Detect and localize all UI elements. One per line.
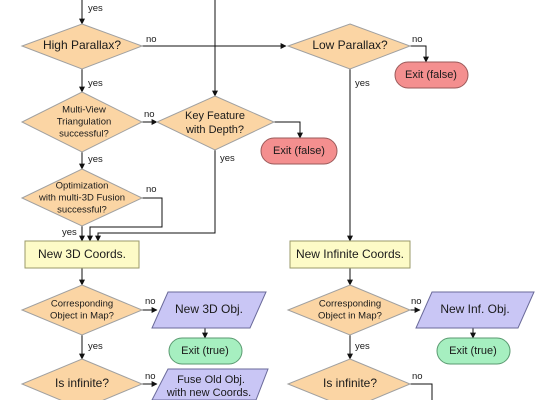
- node-label: Exit (true): [181, 345, 229, 357]
- terminal-shape: [260, 137, 338, 165]
- node-label-line2: with new Coords.: [166, 387, 251, 399]
- node-low-parallax: Low Parallax?: [286, 23, 412, 70]
- node-key-feature: Key Feature with Depth?: [155, 95, 276, 151]
- decision-diamond: [20, 23, 144, 70]
- node-corresponding-right: Corresponding Object in Map?: [286, 284, 412, 336]
- node-exit-true-left: Exit (true): [168, 337, 243, 365]
- node-label: Exit (false): [273, 145, 325, 157]
- node-label: Exit (true): [449, 345, 497, 357]
- node-new-inf-obj: New Inf. Obj.: [415, 291, 535, 329]
- edge-label-yes-low: yes: [355, 78, 370, 89]
- node-label-line3: successful?: [59, 129, 109, 140]
- edge-label-yes-corr-right: yes: [355, 341, 370, 352]
- node-multiview: Multi-View Triangulation successful?: [20, 91, 144, 153]
- node-label: New Infinite Coords.: [296, 247, 404, 261]
- node-exit-true-right: Exit (true): [436, 337, 511, 365]
- edge-keyfeature-yes-3dcoords: [95, 150, 216, 242]
- decision-diamond: [286, 23, 412, 70]
- node-label-line1: Corresponding: [51, 299, 113, 310]
- edge-label-no-inf-left: no: [145, 371, 156, 382]
- decision-diamond: [286, 358, 412, 400]
- decision-diamond: [155, 95, 276, 151]
- node-new-3d-obj: New 3D Obj.: [151, 291, 267, 329]
- node-label-line2: Triangulation: [57, 117, 112, 128]
- node-label: New Inf. Obj.: [440, 302, 509, 316]
- edge-label-no-high: no: [146, 34, 157, 45]
- edge-label-no-multiview: no: [144, 109, 155, 120]
- node-exit-false-mid: Exit (false): [260, 137, 338, 165]
- edge-isinf-right-no: [410, 383, 433, 400]
- node-label: Is infinite?: [55, 376, 109, 390]
- node-label-line1: Optimization: [56, 181, 109, 192]
- node-new-3d-coords: New 3D Coords.: [24, 240, 140, 269]
- node-exit-false-right: Exit (false): [394, 61, 469, 89]
- edge-label-yes-keyfeature: yes: [220, 153, 235, 164]
- edges: [79, 0, 476, 400]
- edge-label-no-optim: no: [146, 184, 157, 195]
- node-label-line3: successful?: [57, 205, 107, 216]
- node-label: New 3D Obj.: [175, 302, 243, 316]
- node-label: Low Parallax?: [312, 38, 388, 52]
- edge-labels: yes no no yes yes no yes yes no yes no y…: [62, 3, 423, 382]
- decision-diamond: [20, 168, 144, 227]
- edge-label-no-corr-right: no: [411, 296, 422, 307]
- io-parallelogram: [415, 291, 535, 329]
- decision-diamond: [286, 284, 412, 336]
- decision-diamond: [20, 358, 144, 400]
- node-label-line1: Corresponding: [319, 299, 381, 310]
- node-label-line1: Fuse Old Obj.: [177, 374, 245, 386]
- edge-label-yes-corr-left: yes: [88, 341, 103, 352]
- node-fuse: Fuse Old Obj. with new Coords.: [151, 368, 269, 400]
- node-label: Is infinite?: [323, 376, 377, 390]
- edge-label-yes-multiview: yes: [88, 154, 103, 165]
- edge-label-yes-top: yes: [88, 3, 103, 14]
- terminal-shape: [168, 337, 243, 365]
- node-label-line2: with Depth?: [185, 124, 244, 136]
- edge-label-no-inf-right: no: [412, 371, 423, 382]
- io-parallelogram: [151, 368, 269, 400]
- terminal-shape: [436, 337, 511, 365]
- node-label-line2: Object in Map?: [318, 311, 382, 322]
- edge-label-yes-optim: yes: [62, 227, 77, 238]
- node-corresponding-left: Corresponding Object in Map?: [20, 284, 144, 336]
- node-label: New 3D Coords.: [38, 247, 126, 261]
- process-box: [289, 240, 411, 269]
- edge-low-no-exit: [409, 45, 429, 63]
- decision-diamond: [20, 91, 144, 153]
- edge-label-yes-high: yes: [88, 78, 103, 89]
- node-label-line2: with multi-3D Fusion: [38, 193, 125, 204]
- terminal-shape: [394, 61, 469, 89]
- node-label: High Parallax?: [43, 38, 121, 52]
- edge-keyfeature-exit: [274, 121, 303, 139]
- node-new-infinite-coords: New Infinite Coords.: [289, 240, 411, 269]
- io-parallelogram: [151, 291, 267, 329]
- node-label-line2: Object in Map?: [50, 311, 114, 322]
- edge-optim-no-3dcoords: [87, 197, 163, 242]
- node-label-line1: Key Feature: [185, 110, 245, 122]
- process-box: [24, 240, 140, 269]
- node-label-line1: Multi-View: [62, 105, 106, 116]
- node-is-infinite-left: Is infinite?: [20, 358, 144, 400]
- node-is-infinite-right: Is infinite?: [286, 358, 412, 400]
- node-high-parallax: High Parallax?: [20, 23, 144, 70]
- node-label: Exit (false): [405, 69, 457, 81]
- edge-label-no-low: no: [412, 34, 423, 45]
- node-optimization: Optimization with multi-3D Fusion succes…: [20, 168, 144, 227]
- edge-label-no-corr-left: no: [145, 296, 156, 307]
- decision-diamond: [20, 284, 144, 336]
